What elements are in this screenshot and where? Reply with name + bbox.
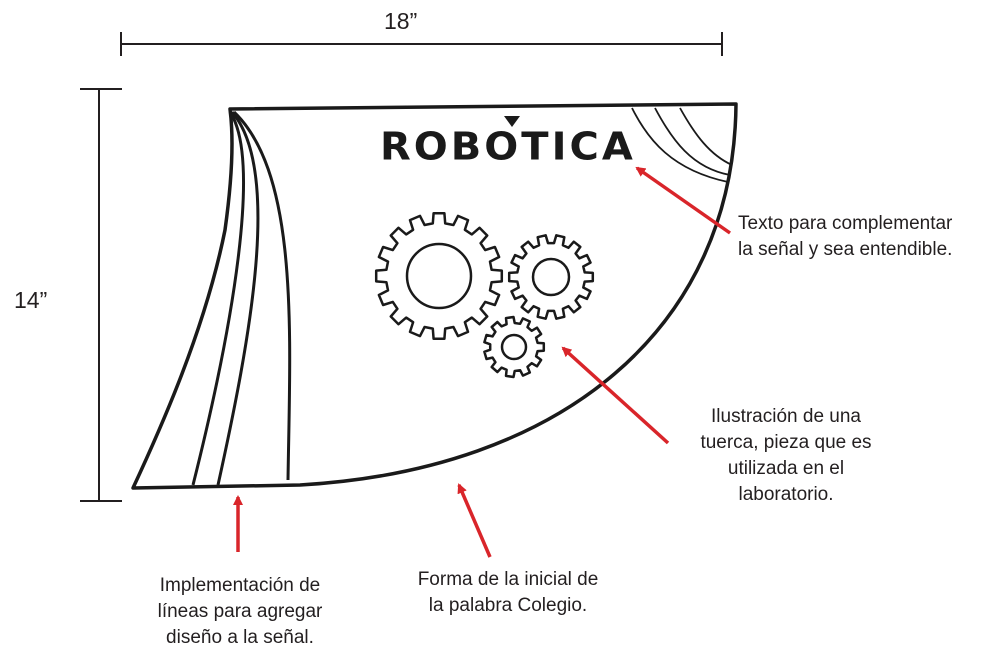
gear-small-icon [483,315,546,379]
gear-annotation-line: tuerca, pieza que es [700,432,872,453]
width-dimension-line [120,32,723,56]
shape-annotation-line: la palabra Colegio. [428,595,588,616]
accent-mark-icon [504,116,520,127]
gear-teeth [374,211,504,341]
gear-annotation-line: utilizada en el [727,458,845,479]
lines-annotation-line: diseño a la señal. [166,627,314,648]
gear-hole [500,333,528,361]
gear-annotation: Ilustración de una tuerca, pieza que es … [676,404,896,508]
corner-decorative-lines [631,107,733,183]
arrow-to-shape [457,483,492,558]
shape-annotation-line: Forma de la inicial de [417,569,599,590]
height-dimension-line [80,88,122,502]
annotation-arrows [233,166,732,558]
height-label: 14” [14,287,48,313]
shape-annotation: Forma de la inicial de la palabra Colegi… [398,567,618,619]
gear-annotation-line: laboratorio. [738,484,834,505]
title-annotation-line: la señal y sea entendible. [738,239,953,260]
title-annotation: Texto para complementar la señal y sea e… [738,211,952,263]
gear-teeth [507,234,595,320]
left-decorative-lines [191,110,292,486]
sign-outline [131,102,738,490]
lines-annotation: Implementación de líneas para agregar di… [130,573,350,651]
gear-hole [405,242,473,310]
arrow-to-gears [561,346,670,445]
lines-annotation-line: líneas para agregar [157,601,323,622]
gear-hole [531,257,571,297]
gear-large-icon [374,211,504,341]
width-label: 18” [384,8,418,34]
sign-title: ROBOTICA [380,125,636,169]
arrow-to-title [635,166,732,235]
gear-medium-icon [507,234,595,320]
lines-annotation-line: Implementación de [159,575,321,596]
gear-teeth [483,315,546,379]
title-annotation-line: Texto para complementar [738,213,953,234]
gear-annotation-line: Ilustración de una [711,406,861,427]
